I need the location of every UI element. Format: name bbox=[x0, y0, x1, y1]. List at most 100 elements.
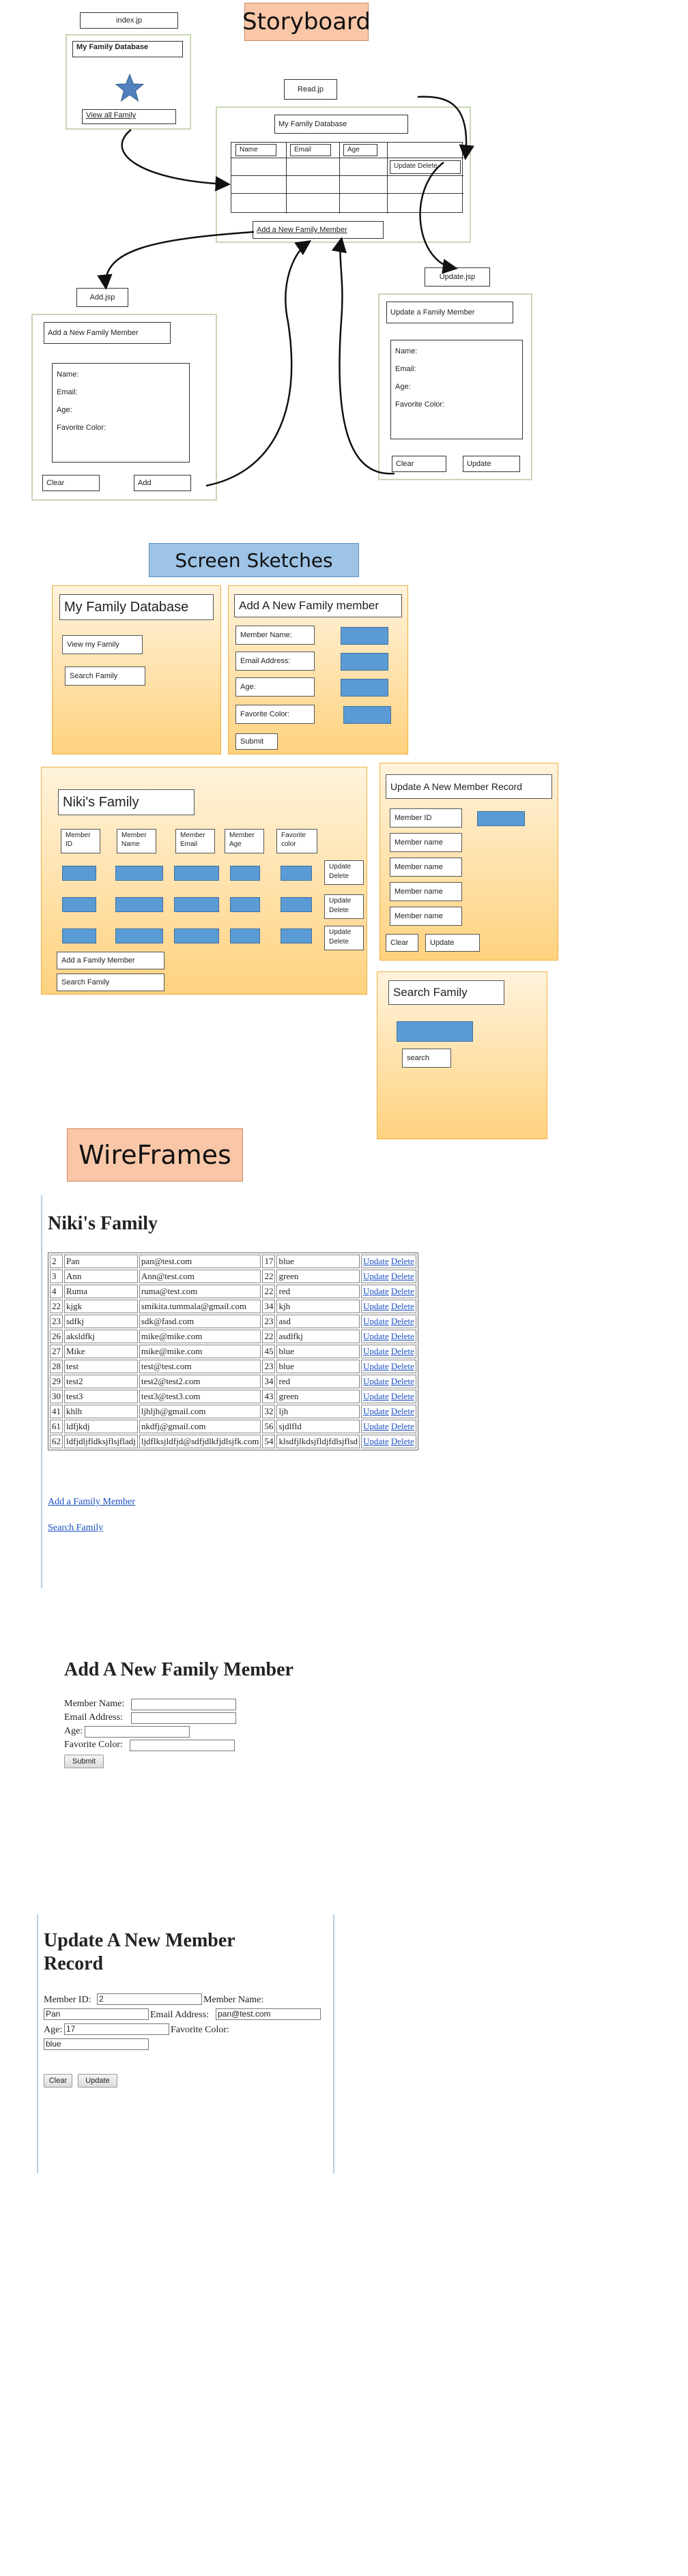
sketch-add-member-button[interactable]: Add a Family Member bbox=[57, 952, 164, 969]
update-link[interactable]: Update bbox=[363, 1436, 389, 1446]
wireframe-update-email-input[interactable]: pan@test.com bbox=[216, 2008, 321, 2020]
delete-link[interactable]: Delete bbox=[390, 1271, 414, 1281]
delete-link[interactable]: Delete bbox=[390, 1406, 414, 1416]
add-field-color: Favorite Color: bbox=[57, 424, 106, 432]
wireframe-update-age-input[interactable]: 17 bbox=[64, 2023, 169, 2035]
sketch-home-title: My Family Database bbox=[59, 594, 214, 620]
delete-link[interactable]: Delete bbox=[390, 1361, 414, 1371]
add-field-name: Name: bbox=[57, 370, 79, 379]
sketch-update-submit-button[interactable]: Update bbox=[425, 934, 480, 952]
update-link[interactable]: Update bbox=[363, 1406, 389, 1416]
update-link[interactable]: Update bbox=[363, 1331, 389, 1341]
add-clear-button[interactable]: Clear bbox=[42, 475, 100, 491]
delete-link[interactable]: Delete bbox=[390, 1376, 414, 1386]
member-email-cell: ljdflksjldfjd@sdfjdlkfjdlsjfk.com bbox=[139, 1435, 261, 1448]
sketch-home-panel: My Family Database View my Family Search… bbox=[52, 585, 221, 755]
member-age-cell: 23 bbox=[262, 1360, 276, 1373]
member-age-cell: 22 bbox=[262, 1270, 276, 1283]
add-submit-button[interactable]: Add bbox=[134, 475, 191, 491]
update-link[interactable]: Update bbox=[363, 1286, 389, 1296]
storyboard-heading: Storyboard bbox=[242, 3, 371, 41]
update-link[interactable]: Update bbox=[363, 1376, 389, 1386]
sketch-add-input-age[interactable] bbox=[341, 679, 388, 697]
sketch-update-title: Update A New Member Record bbox=[386, 774, 552, 799]
update-link[interactable]: Update bbox=[363, 1271, 389, 1281]
wireframe-add-name-input[interactable] bbox=[131, 1699, 236, 1710]
delete-link[interactable]: Delete bbox=[390, 1436, 414, 1446]
member-color-cell: blue bbox=[276, 1360, 360, 1373]
wireframe-update-id-input[interactable]: 2 bbox=[97, 1993, 202, 2005]
update-link[interactable]: Update bbox=[363, 1256, 389, 1266]
wireframe-update-submit-button[interactable]: Update bbox=[78, 2074, 117, 2088]
wireframe-add-submit-button[interactable]: Submit bbox=[64, 1755, 104, 1768]
wireframe-add-age-input[interactable] bbox=[85, 1726, 190, 1738]
delete-link[interactable]: Delete bbox=[390, 1331, 414, 1341]
member-color-cell: blue bbox=[276, 1255, 360, 1268]
delete-link[interactable]: Delete bbox=[390, 1316, 414, 1326]
sketch-cell bbox=[174, 897, 219, 912]
sketch-col-member-id: Member ID bbox=[61, 829, 100, 853]
member-id-cell: 61 bbox=[50, 1420, 63, 1433]
sketch-view-family-button[interactable]: View my Family bbox=[62, 635, 143, 654]
member-color-cell: ljh bbox=[276, 1405, 360, 1418]
wireframe-search-family-link[interactable]: Search Family bbox=[48, 1523, 104, 1533]
read-add-member-link[interactable]: Add a New Family Member bbox=[253, 221, 384, 239]
sketch-update-input-id[interactable] bbox=[477, 811, 525, 826]
row-actions-cell: Update Delete bbox=[361, 1420, 416, 1433]
wireframe-update-color-label: Favorite Color: bbox=[171, 2025, 229, 2035]
view-all-family-link[interactable]: View all Family bbox=[82, 109, 176, 124]
delete-link[interactable]: Delete bbox=[390, 1421, 414, 1431]
delete-link[interactable]: Delete bbox=[390, 1256, 414, 1266]
delete-link[interactable]: Delete bbox=[390, 1301, 414, 1311]
sketch-search-button[interactable]: search bbox=[402, 1049, 451, 1068]
sketch-update-field-name-3: Member name bbox=[390, 882, 462, 901]
sketch-add-input-color[interactable] bbox=[343, 706, 391, 724]
member-email-cell: mike@mike.com bbox=[139, 1345, 261, 1358]
member-name-cell: test bbox=[64, 1360, 138, 1373]
sketch-row-update-delete[interactable]: Update Delete bbox=[324, 926, 364, 950]
update-link[interactable]: Update bbox=[363, 1316, 389, 1326]
update-submit-button[interactable]: Update bbox=[463, 456, 520, 472]
delete-link[interactable]: Delete bbox=[390, 1346, 414, 1356]
update-link[interactable]: Update bbox=[363, 1301, 389, 1311]
sketch-search-input[interactable] bbox=[397, 1021, 473, 1042]
sketch-search-family-button[interactable]: Search Family bbox=[65, 667, 145, 686]
sketch-add-submit-button[interactable]: Submit bbox=[235, 733, 278, 750]
update-link[interactable]: Update bbox=[363, 1361, 389, 1371]
update-link[interactable]: Update bbox=[363, 1421, 389, 1431]
star-icon bbox=[115, 74, 145, 102]
row-actions-cell: Update Delete bbox=[361, 1375, 416, 1388]
wireframe-add-color-input[interactable] bbox=[130, 1740, 235, 1751]
sketch-row-update-delete[interactable]: Update Delete bbox=[324, 894, 364, 919]
sketch-add-field-color: Favorite Color: bbox=[235, 705, 315, 724]
wireframe-add-email-input[interactable] bbox=[131, 1712, 236, 1724]
delete-link[interactable]: Delete bbox=[390, 1286, 414, 1296]
member-color-cell: blue bbox=[276, 1345, 360, 1358]
delete-link[interactable]: Delete bbox=[390, 1391, 414, 1401]
sketch-add-input-email[interactable] bbox=[341, 653, 388, 671]
member-email-cell: nkdfj@gmail.com bbox=[139, 1420, 261, 1433]
update-clear-button[interactable]: Clear bbox=[392, 456, 446, 472]
sketch-row-update-delete[interactable]: Update Delete bbox=[324, 860, 364, 885]
index-file-label: index.jp bbox=[80, 12, 178, 29]
wireframe-add-member-link[interactable]: Add a Family Member bbox=[48, 1497, 135, 1507]
sketch-cell bbox=[281, 897, 312, 912]
sketch-add-input-name[interactable] bbox=[341, 627, 388, 645]
read-table: Name Email Age Update Delete bbox=[231, 142, 463, 214]
wireframe-update-color-input[interactable]: blue bbox=[44, 2038, 149, 2050]
wireframe-update-clear-button[interactable]: Clear bbox=[44, 2074, 72, 2088]
update-screen: Update a Family Member Name: Email: Age:… bbox=[378, 293, 532, 480]
update-link[interactable]: Update bbox=[363, 1346, 389, 1356]
sketch-update-clear-button[interactable]: Clear bbox=[386, 934, 418, 952]
sketch-col-member-age: Member Age bbox=[225, 829, 264, 853]
update-link[interactable]: Update bbox=[363, 1391, 389, 1401]
row-actions-cell: Update Delete bbox=[361, 1360, 416, 1373]
sketch-search-family-button[interactable]: Search Family bbox=[57, 974, 164, 991]
member-id-cell: 62 bbox=[50, 1435, 63, 1448]
wireframe-update-name-input[interactable]: Pan bbox=[44, 2008, 149, 2020]
